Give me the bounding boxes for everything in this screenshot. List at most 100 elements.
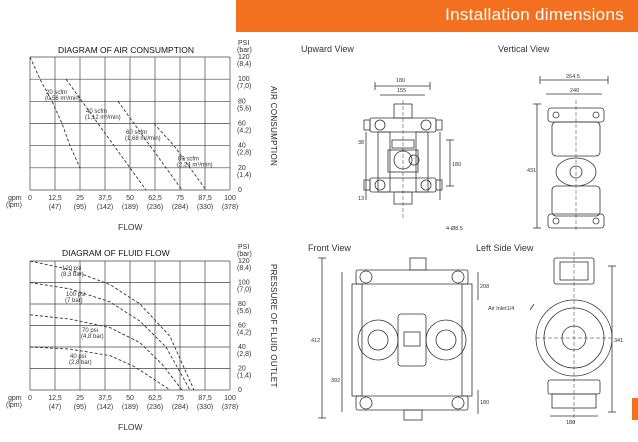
fluid-y-tick-bar: (8,4) xyxy=(237,265,251,272)
air-y-tick: 120 xyxy=(238,54,250,61)
fluid-series-sublabel-3: (2,8 bar) xyxy=(69,360,92,366)
air-series-line-1 xyxy=(65,78,147,191)
up-dim-right: 180 xyxy=(452,162,461,168)
air-x-tick: 75 xyxy=(176,195,184,202)
fluid-x-unit-lpm: (lpm) xyxy=(6,402,22,409)
left-dim-bottom: 180 xyxy=(566,420,575,426)
air-series-sublabel-0: (0,56 m³/min) xyxy=(45,96,81,102)
upward-view-title: Upward View xyxy=(301,44,354,54)
fluid-x-tick-lpm: (378) xyxy=(222,404,238,411)
fluid-y-tick: 0 xyxy=(238,387,242,394)
fluid-series-line-2 xyxy=(29,314,183,391)
air-x-tick-lpm: (47) xyxy=(49,204,61,211)
fluid-x-tick: 37,5 xyxy=(98,395,112,402)
vert-dim-left: 431 xyxy=(527,168,536,174)
accent-bar xyxy=(632,398,638,420)
air-y-tick-bar: (4,2) xyxy=(237,128,251,135)
fluid-y-tick: 80 xyxy=(238,301,246,308)
fluid-series-sublabel-2: (4,8 bar) xyxy=(81,334,104,340)
air-y-tick-bar: (5,6) xyxy=(237,105,251,112)
front-view-title: Front View xyxy=(308,243,351,253)
fluid-y-tick: 40 xyxy=(238,344,246,351)
air-series-label-2: 60 scfm xyxy=(126,130,147,136)
air-x-unit-lpm: (lpm) xyxy=(6,202,22,209)
air-x-tick: 12,5 xyxy=(48,195,62,202)
air-series-sublabel-3: (2,24 m³/min) xyxy=(177,163,213,169)
air-x-tick-lpm: (330) xyxy=(197,204,213,211)
fluid-x-tick: 25 xyxy=(76,395,84,402)
fluid-y-tick: 120 xyxy=(238,258,250,265)
air-y-tick: 20 xyxy=(238,165,246,172)
fluid-x-tick-lpm: (236) xyxy=(147,404,163,411)
front-dim-r1: 208 xyxy=(480,284,489,290)
fluid-x-tick-lpm: (330) xyxy=(197,404,213,411)
fluid-x-tick: 100 xyxy=(224,395,236,402)
front-dim-air-inlet: Air Inlet1/4 xyxy=(488,306,514,312)
vert-dim-top2: 240 xyxy=(570,88,579,94)
fluid-x-tick: 12,5 xyxy=(48,395,62,402)
fluid-y-tick-bar: (7,0) xyxy=(237,287,251,294)
air-x-tick: 62,5 xyxy=(148,195,162,202)
air-x-tick-lpm: (236) xyxy=(147,204,163,211)
air-series-label-3: 80 scfm xyxy=(178,157,199,163)
section-header: Installation dimensions xyxy=(236,0,638,32)
left-dim-right: 341 xyxy=(614,338,623,344)
up-dim-side2: 13 xyxy=(358,196,364,202)
air-series-line-0 xyxy=(29,56,81,168)
air-y-unit-bar: (bar) xyxy=(237,47,252,54)
fluid-y-tick-bar: (1,4) xyxy=(237,373,251,380)
fluid-x-tick-lpm: (47) xyxy=(49,404,61,411)
air-series-line-2 xyxy=(117,101,183,191)
fluid-x-tick: 62,5 xyxy=(148,395,162,402)
fluid-series-line-0 xyxy=(29,260,195,391)
left-side-view-title: Left Side View xyxy=(476,243,534,253)
up-dim-bolt: 4-Ø8.5 xyxy=(446,226,463,232)
fluid-series-label-2: 70 psi xyxy=(82,328,98,334)
up-dim-side1: 38 xyxy=(358,140,364,146)
vertical-view-drawing xyxy=(533,76,609,232)
fluid-series-label-3: 40 psi xyxy=(70,354,86,360)
air-x-tick: 100 xyxy=(224,195,236,202)
fluid-series-sublabel-1: (7 bar) xyxy=(65,298,83,304)
air-chart-title: DIAGRAM OF AIR CONSUMPTION xyxy=(58,45,195,55)
front-view-drawing xyxy=(318,257,479,421)
air-y-tick: 60 xyxy=(238,121,246,128)
air-x-tick: 87,5 xyxy=(198,195,212,202)
fluid-x-tick-lpm: (142) xyxy=(97,404,113,411)
fluid-series-label-0: 120 psi xyxy=(62,266,81,272)
front-dim-left: 412 xyxy=(311,338,320,344)
air-series-line-3 xyxy=(153,123,207,191)
air-series-sublabel-1: (1,12 m³/min) xyxy=(85,115,121,121)
air-y-tick: 80 xyxy=(238,98,246,105)
air-chart-xlabel: FLOW xyxy=(118,222,143,232)
front-dim-r2: 180 xyxy=(480,400,489,406)
fluid-x-tick: 50 xyxy=(126,395,134,402)
fluid-x-tick: 87,5 xyxy=(198,395,212,402)
upward-view-drawing xyxy=(363,82,454,220)
fluid-y-tick-bar: (4,2) xyxy=(237,330,251,337)
air-series-sublabel-2: (1,68 m³/min) xyxy=(125,136,161,142)
air-y-tick: 100 xyxy=(238,76,250,83)
air-y-tick: 0 xyxy=(238,187,242,194)
fluid-x-tick-lpm: (189) xyxy=(122,404,138,411)
fluid-x-unit-gpm: gpm xyxy=(8,395,22,402)
air-x-tick-lpm: (378) xyxy=(222,204,238,211)
air-x-tick-lpm: (189) xyxy=(122,204,138,211)
left-side-view-drawing xyxy=(529,252,616,424)
air-y-tick: 40 xyxy=(238,143,246,150)
air-x-tick-lpm: (142) xyxy=(97,204,113,211)
up-dim-top2: 155 xyxy=(397,88,406,94)
fluid-chart-xlabel: FLOW xyxy=(118,422,143,432)
vert-dim-top1: 264.5 xyxy=(566,74,580,80)
air-y-tick-bar: (7,0) xyxy=(237,83,251,90)
fluid-x-tick: 0 xyxy=(28,395,32,402)
fluid-y-unit-psi: PSI xyxy=(238,244,249,251)
fluid-y-tick: 60 xyxy=(238,323,246,330)
air-y-tick-bar: (8,4) xyxy=(237,61,251,68)
fluid-series-line-1 xyxy=(29,282,191,391)
air-y-tick-bar: (2,8) xyxy=(237,150,251,157)
air-x-tick: 37,5 xyxy=(98,195,112,202)
fluid-x-tick-lpm: (95) xyxy=(74,404,86,411)
